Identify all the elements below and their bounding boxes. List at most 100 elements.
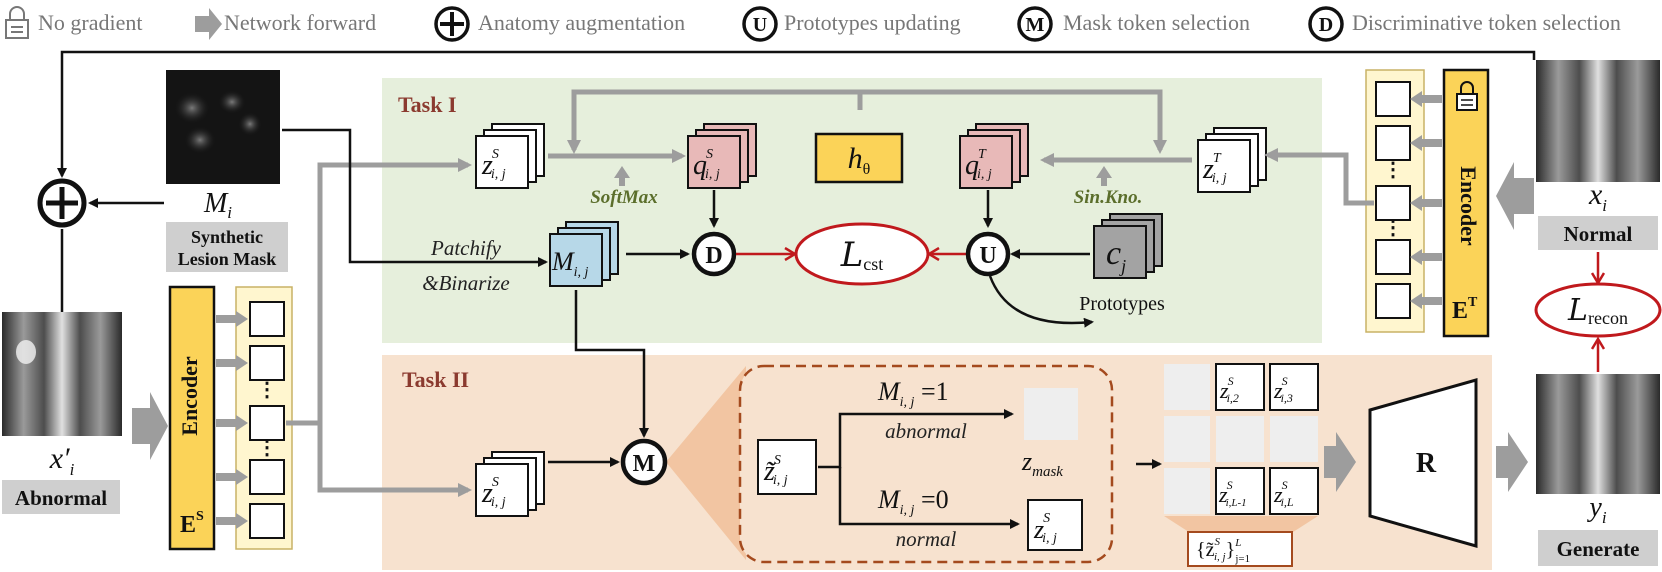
svg-text:D: D — [705, 243, 722, 269]
h-theta-head: hθ — [814, 132, 904, 184]
u-circle-icon: U — [742, 6, 778, 42]
teacher-encoder-arrows — [1410, 91, 1442, 309]
plus-circle-icon — [434, 6, 470, 42]
lock-icon — [5, 6, 29, 39]
generated-caption-box — [1538, 530, 1658, 566]
normal-condition: Mi, j =0 — [877, 485, 949, 518]
legend-mask-token-selection: Mask token selection — [1063, 10, 1250, 35]
normal-label: normal — [896, 527, 957, 551]
gray-arrow-icon — [195, 8, 222, 40]
normal-caption: Normal — [1564, 222, 1633, 246]
svg-text:⋮: ⋮ — [1383, 159, 1403, 181]
mask-caption-box — [166, 222, 288, 272]
sinkhorn-label: Sin.Kno. — [1074, 187, 1143, 208]
mask-selection-detail-box — [738, 364, 1114, 564]
mask-symbol: Mi — [203, 188, 232, 222]
prototypes-label: Prototypes — [1079, 293, 1165, 315]
svg-text:qSi, j: qSi, j — [693, 147, 720, 182]
normal-caption-box — [1538, 216, 1658, 250]
r-to-generated-arrow — [1496, 432, 1528, 492]
svg-text:M: M — [633, 451, 656, 477]
student-to-z-task1-arrow — [286, 158, 472, 426]
abnormal-symbol: x′i — [49, 442, 75, 479]
teacher-tokens: ⋮ ⋮ — [1375, 81, 1411, 319]
prototypes-stack: cj — [1093, 213, 1163, 279]
z-mask-label: zmask — [1021, 447, 1063, 480]
svg-text:zTi, j: zTi, j — [1202, 151, 1227, 186]
d-symbol: D — [1319, 14, 1333, 36]
d-node: D — [691, 231, 737, 277]
softmax-arrow-icon — [614, 166, 630, 186]
lock-icon — [1456, 81, 1478, 111]
loss-cst: Lcst — [794, 222, 930, 286]
generated-xray-image — [1536, 374, 1660, 494]
u-to-prototypes-update-arrow — [988, 275, 1094, 328]
svg-text:cj: cj — [1106, 235, 1126, 276]
mask-to-patchify-arrow — [282, 128, 548, 267]
normal-symbol: xi — [1588, 178, 1607, 215]
teacher-encoder: Encoder ET — [1442, 68, 1490, 338]
m-symbol: M — [1026, 14, 1045, 36]
student-encoder-label: Encoder — [177, 356, 202, 436]
legend-discriminative-token-selection: Discriminative token selection — [1352, 10, 1621, 35]
svg-text:z̃Si, j: z̃Si, j — [763, 453, 788, 488]
task1-title: Task I — [398, 92, 457, 117]
task2-title: Task II — [402, 367, 469, 392]
abnormal-xray-image — [2, 312, 122, 436]
normal-branch-arrow — [838, 467, 1020, 529]
sinkhorn-arrow-icon — [1096, 166, 1112, 186]
abnormal-condition: Mi, j =1 — [877, 377, 949, 410]
legend: No gradient Network forward Anatomy augm… — [5, 6, 1621, 42]
mask-caption-line2: Lesion Mask — [178, 249, 277, 269]
svg-text:U: U — [979, 243, 996, 269]
svg-text:Mi, j: Mi, j — [551, 247, 589, 280]
svg-text:zSi, j: zSi, j — [1033, 511, 1057, 546]
d-circle-icon: D — [1308, 6, 1344, 42]
legend-prototypes-updating: Prototypes updating — [784, 10, 961, 35]
svg-text:⋮: ⋮ — [257, 437, 277, 459]
reconstructor: R — [1368, 378, 1478, 548]
teacher-encoder-label: Encoder — [1456, 166, 1481, 246]
abnormal-branch-arrow — [818, 409, 1014, 469]
legend-anatomy-augmentation: Anatomy augmentation — [478, 10, 685, 35]
generated-symbol: yi — [1586, 492, 1606, 527]
svg-text:qTi, j: qTi, j — [965, 147, 992, 182]
svg-text:⋮: ⋮ — [257, 379, 277, 401]
teacher-to-z-teacher-arrow — [1264, 148, 1374, 206]
h-to-teacher-loop-arrow — [860, 89, 1167, 154]
student-encoder: Encoder ES — [168, 285, 216, 551]
teacher-encoder-symbol: ET — [1452, 295, 1478, 324]
legend-network-forward: Network forward — [224, 10, 376, 35]
legend-no-gradient: No gradient — [38, 10, 142, 35]
student-tokens: ⋮ ⋮ — [249, 301, 285, 539]
task1-panel — [382, 78, 1322, 343]
u-symbol: U — [753, 14, 767, 36]
token-set-box — [1187, 531, 1293, 567]
svg-text:hθ: hθ — [848, 142, 871, 178]
u-node: U — [965, 231, 1011, 277]
patchify-label-2: &Binarize — [422, 271, 510, 295]
mask-patch-stack: Mi, j — [549, 221, 619, 287]
svg-text:⋮: ⋮ — [1383, 217, 1403, 239]
abnormal-to-encoder-arrow — [132, 392, 168, 460]
synthetic-lesion-mask-image — [166, 70, 280, 184]
m-circle-icon: M — [1017, 6, 1053, 42]
abnormal-caption: Abnormal — [15, 486, 107, 510]
svg-text:Lcst: Lcst — [840, 235, 884, 275]
h-to-student-loop-arrow — [567, 89, 863, 154]
mask-token-square — [1024, 388, 1078, 440]
normal-xray-image — [1536, 60, 1660, 182]
loss-recon: Lrecon — [1534, 282, 1662, 338]
svg-text:Lrecon: Lrecon — [1567, 293, 1628, 328]
grid-funnel — [1164, 516, 1318, 534]
